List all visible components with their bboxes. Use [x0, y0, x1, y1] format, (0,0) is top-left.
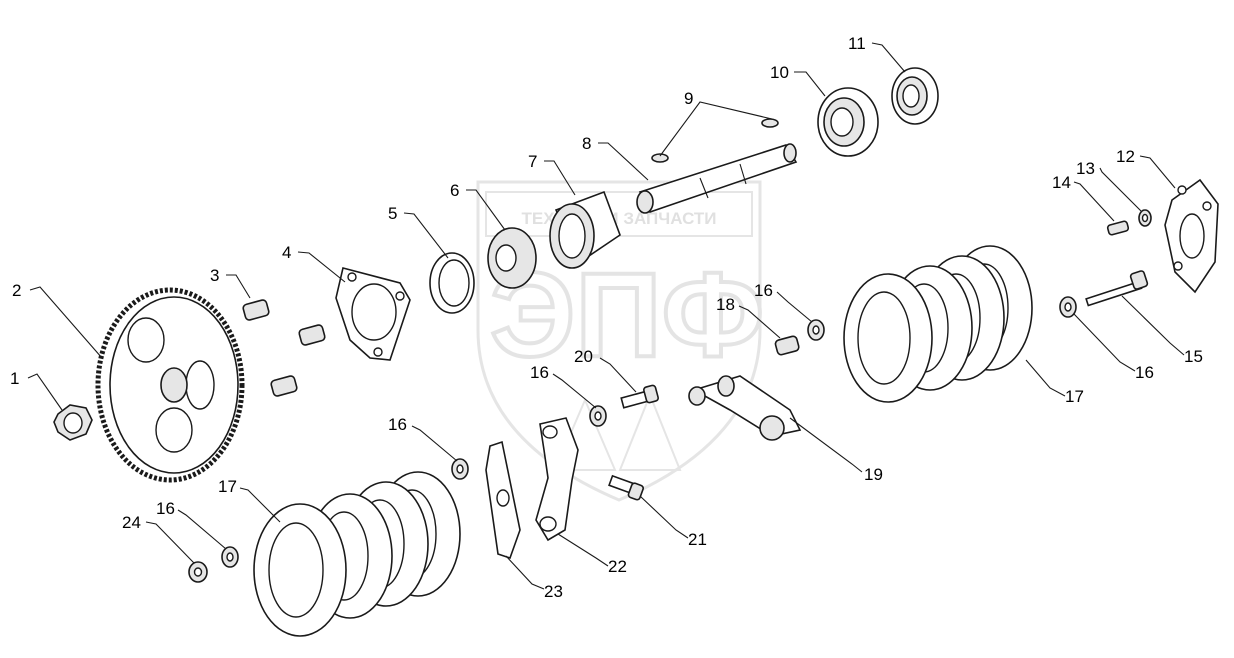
callout-22: 22	[608, 557, 627, 576]
callout-12: 12	[1116, 147, 1135, 166]
part-14-screw	[1106, 220, 1130, 236]
part-9-keys	[651, 118, 779, 163]
callout-7: 7	[528, 152, 537, 171]
callout-6: 6	[450, 181, 459, 200]
part-23-plate	[485, 440, 521, 560]
part-8-shaft	[636, 143, 798, 214]
washer-16-c	[589, 405, 607, 427]
part-10-bearing	[817, 87, 879, 157]
callout-21: 21	[688, 530, 707, 549]
callout-5: 5	[388, 204, 397, 223]
part-20-bolt	[620, 384, 659, 409]
callout-4: 4	[282, 243, 291, 262]
part-15-long-bolt	[1085, 270, 1149, 307]
callout-9: 9	[684, 89, 693, 108]
callout-16-d: 16	[388, 415, 407, 434]
callout-16-c: 16	[530, 363, 549, 382]
part-16-washers	[221, 296, 1077, 568]
washer-16-a	[807, 319, 825, 341]
callout-16-a: 16	[754, 281, 773, 300]
part-3-bolts	[242, 299, 326, 397]
callout-15: 15	[1184, 347, 1203, 366]
callout-8: 8	[582, 134, 591, 153]
washer-16-e	[221, 546, 239, 568]
leader-lines	[27, 42, 1185, 590]
part-17-gaskets-right	[843, 245, 1033, 403]
callout-10: 10	[770, 63, 789, 82]
callout-13: 13	[1076, 159, 1095, 178]
part-21-bolt	[608, 474, 644, 501]
callout-16-e: 16	[156, 499, 175, 518]
part-6-bushing	[487, 227, 537, 289]
callout-11: 11	[848, 34, 866, 53]
callout-19: 19	[864, 465, 883, 484]
callout-23: 23	[544, 582, 563, 601]
part-12-flange	[1164, 178, 1219, 294]
callout-17-b: 17	[218, 477, 237, 496]
washer-16-d	[451, 458, 469, 480]
callout-16-b: 16	[1135, 363, 1154, 382]
part-11-seal	[891, 67, 939, 125]
part-18-bolt	[774, 335, 800, 356]
part-24-nut	[188, 561, 208, 583]
washer-16-b	[1059, 296, 1077, 318]
callout-24: 24	[122, 513, 141, 532]
part-19-lever	[688, 375, 802, 441]
part-2-gear	[95, 287, 245, 483]
part-7-housing	[549, 190, 621, 269]
part-17-gaskets-left	[253, 471, 461, 637]
callout-1: 1	[10, 369, 19, 388]
part-5-ring	[429, 252, 475, 314]
callout-18: 18	[716, 295, 735, 314]
callout-14: 14	[1052, 173, 1071, 192]
callout-labels: 1 2 3 4 5 6 7 8 9 10 11 12 13 14 15 16 1…	[10, 34, 1203, 601]
part-22-fork-lever	[535, 417, 579, 542]
callout-3: 3	[210, 266, 219, 285]
part-13-washer	[1138, 209, 1152, 227]
part-1-nut	[53, 404, 93, 441]
part-4-gasket	[335, 267, 411, 361]
callout-17-a: 17	[1065, 387, 1084, 406]
callout-2: 2	[12, 281, 21, 300]
callout-20: 20	[574, 347, 593, 366]
